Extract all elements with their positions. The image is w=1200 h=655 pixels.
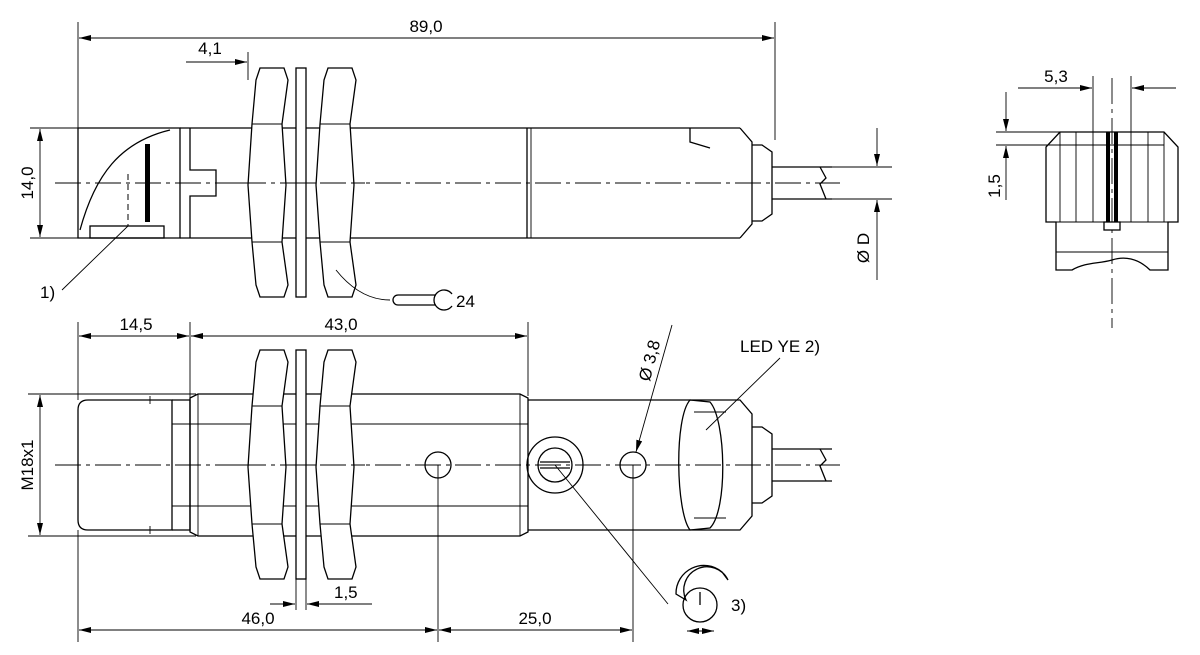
end-profile [1045,131,1179,271]
dim-line-hole-diameter [635,324,673,453]
washer-front [295,349,307,580]
nut-right-front [315,349,357,580]
dim-thread-length: 43,0 [324,315,357,334]
body-rear-taper [739,127,753,239]
dim-hole-diameter: Ø 3,8 [635,338,664,383]
body-mark [689,128,711,149]
led-window [678,399,724,531]
sensing-face [89,225,165,239]
dim-washer-thickness: 1,5 [334,583,358,602]
note-1: 1) [40,283,55,302]
sensor-head-front [77,399,173,531]
bottom-view: 14,5 43,0 M18x1 Ø 3,8 LED YE 2) 3) 1,5 [18,315,840,642]
potentiometer-icon [682,587,718,623]
note-3: 3) [731,596,746,615]
sensing-face-curve [79,129,171,231]
dim-end-width: 5,3 [1044,67,1068,86]
head-notch [189,128,217,238]
dim-height: 14,0 [18,166,37,199]
top-view: 89,0 4,1 14,0 Ø D 1) 24 [18,17,892,311]
washer [295,67,307,298]
wrench-size: 24 [456,292,475,311]
led-label: LED YE 2) [740,337,820,356]
cable-gland-front [752,426,773,504]
head-slot [145,144,150,222]
dim-hole-spacing: 25,0 [518,609,551,628]
potentiometer [526,436,584,494]
dim-diameter: Ø D [854,233,873,263]
dim-total-length: 89,0 [409,17,442,36]
dim-end-height: 1,5 [985,174,1004,198]
end-view: 5,3 1,5 [985,67,1179,328]
dim-overall-to-hole: 46,0 [241,609,274,628]
cable-gland [752,144,773,222]
nut-left [247,67,289,298]
dim-nut-offset: 4,1 [198,39,222,58]
wrench-icon [392,294,436,306]
nut-left-front [247,349,289,580]
cable-break [819,166,827,200]
dim-thread: M18x1 [18,439,37,490]
nut-right [315,67,357,298]
rear-body [528,399,753,531]
dim-head-length: 14,5 [119,315,152,334]
